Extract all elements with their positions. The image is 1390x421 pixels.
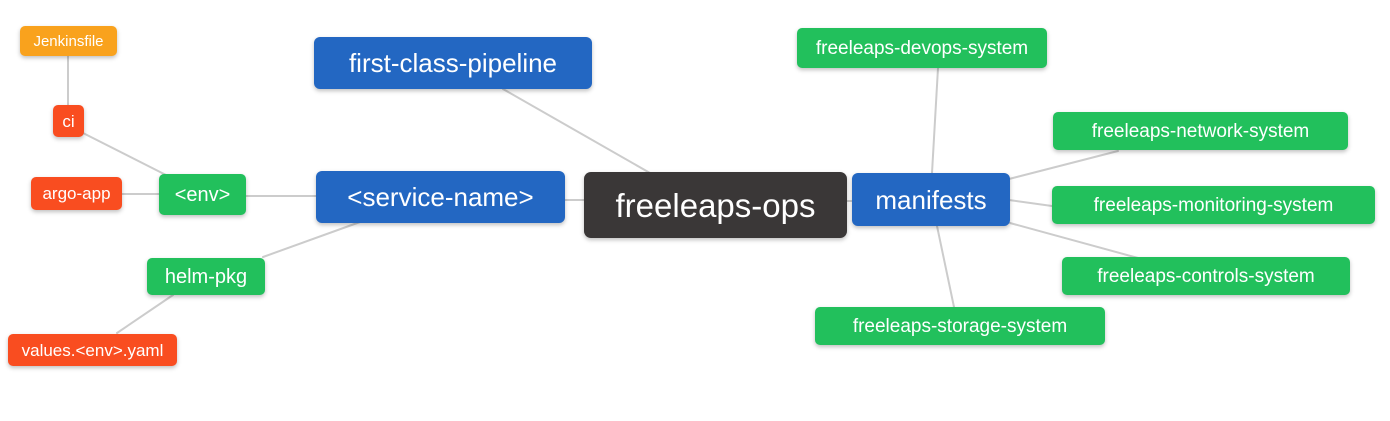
node-freeleaps-monitoring-system[interactable]: freeleaps-monitoring-system bbox=[1052, 186, 1375, 224]
node-values-env-yaml[interactable]: values.<env>.yaml bbox=[8, 334, 177, 366]
edge-values-helm-pkg bbox=[116, 294, 174, 334]
edge-helm-pkg-service-name bbox=[262, 221, 361, 258]
edge-manifests-network bbox=[1008, 150, 1119, 180]
node-freeleaps-devops-system[interactable]: freeleaps-devops-system bbox=[797, 28, 1047, 68]
node-freeleaps-network-system[interactable]: freeleaps-network-system bbox=[1053, 112, 1348, 150]
node-freeleaps-storage-system[interactable]: freeleaps-storage-system bbox=[815, 307, 1105, 345]
node-jenkinsfile[interactable]: Jenkinsfile bbox=[20, 26, 117, 56]
edge-ci-env bbox=[82, 132, 167, 176]
node-ci[interactable]: ci bbox=[53, 105, 84, 137]
edge-devops-manifests bbox=[931, 67, 939, 174]
edge-manifests-storage bbox=[936, 225, 955, 308]
node-first-class-pipeline[interactable]: first-class-pipeline bbox=[314, 37, 592, 89]
edge-manifests-monitoring bbox=[1008, 199, 1053, 207]
edge-pipeline-freeleaps-ops bbox=[502, 88, 651, 174]
node-freeleaps-ops[interactable]: freeleaps-ops bbox=[584, 172, 847, 238]
node-freeleaps-controls-system[interactable]: freeleaps-controls-system bbox=[1062, 257, 1350, 295]
edge-manifests-controls bbox=[1009, 222, 1139, 259]
node-manifests[interactable]: manifests bbox=[852, 173, 1010, 226]
node-helm-pkg[interactable]: helm-pkg bbox=[147, 258, 265, 295]
node-env[interactable]: <env> bbox=[159, 174, 246, 215]
node-service-name[interactable]: <service-name> bbox=[316, 171, 565, 223]
node-argo-app[interactable]: argo-app bbox=[31, 177, 122, 210]
